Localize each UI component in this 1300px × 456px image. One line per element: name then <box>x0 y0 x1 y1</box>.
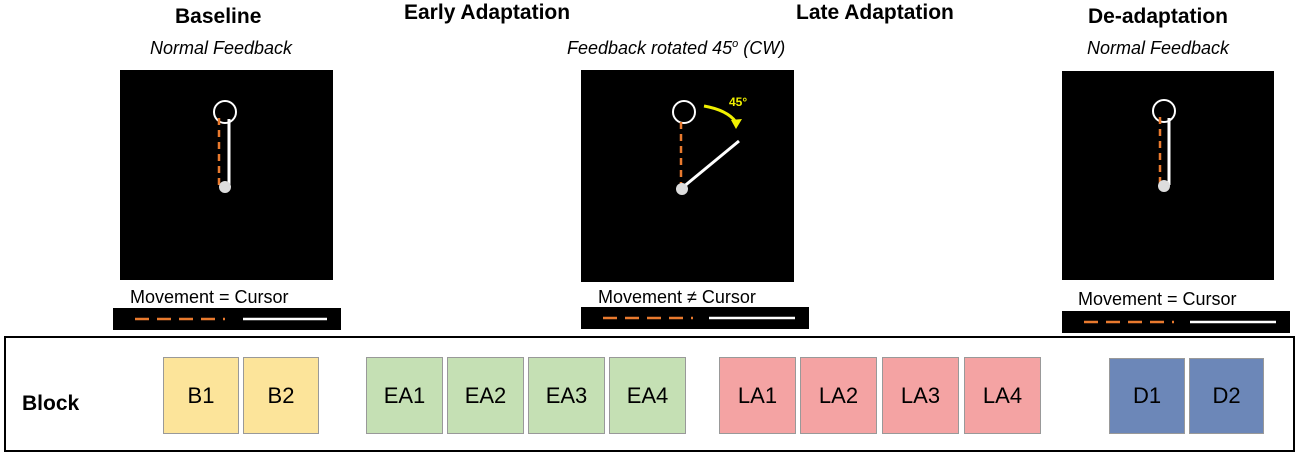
target-circle <box>213 100 237 124</box>
start-dot <box>219 181 231 193</box>
block-label: Block <box>22 392 80 415</box>
rotation-angle-label: 45° <box>729 95 748 109</box>
deadaptation-title: De-adaptation <box>1088 5 1229 28</box>
baseline-title: Baseline <box>175 5 262 28</box>
block-la2: LA2 <box>800 357 877 434</box>
block-la4: LA4 <box>964 357 1041 434</box>
block-d1: D1 <box>1109 358 1185 434</box>
block-ea3: EA3 <box>528 357 605 434</box>
start-dot <box>676 183 688 195</box>
deadaptation-subtitle: Normal Feedback <box>1087 38 1230 58</box>
block-frame <box>4 336 1295 452</box>
deadaptation-legend-bar <box>1062 311 1290 333</box>
arrow-head-icon <box>731 119 742 129</box>
target-circle <box>672 100 696 124</box>
block-ea1: EA1 <box>366 357 443 434</box>
target-circle <box>1152 99 1176 123</box>
baseline-screen <box>120 70 333 280</box>
block-b1: B1 <box>163 357 239 434</box>
deadaptation-screen <box>1062 71 1274 280</box>
block-ea4: EA4 <box>609 357 686 434</box>
early-adaptation-title: Early Adaptation <box>404 1 571 24</box>
start-dot <box>1158 180 1170 192</box>
rotated-equation: Movement ≠ Cursor <box>598 287 756 307</box>
baseline-subtitle: Normal Feedback <box>150 38 293 58</box>
deadaptation-equation: Movement = Cursor <box>1078 289 1237 309</box>
block-d2: D2 <box>1189 358 1264 434</box>
baseline-legend-bar <box>113 308 341 330</box>
block-b2: B2 <box>243 357 319 434</box>
rotated-screen: 45° <box>581 70 794 282</box>
baseline-equation: Movement = Cursor <box>130 287 289 307</box>
rotated-legend-bar <box>581 307 809 329</box>
cursor-path <box>681 139 740 190</box>
block-la1: LA1 <box>719 357 796 434</box>
block-ea2: EA2 <box>447 357 524 434</box>
late-adaptation-title: Late Adaptation <box>796 1 954 24</box>
block-la3: LA3 <box>882 357 959 434</box>
rotated-subtitle: Feedback rotated 45o (CW) <box>567 38 786 58</box>
